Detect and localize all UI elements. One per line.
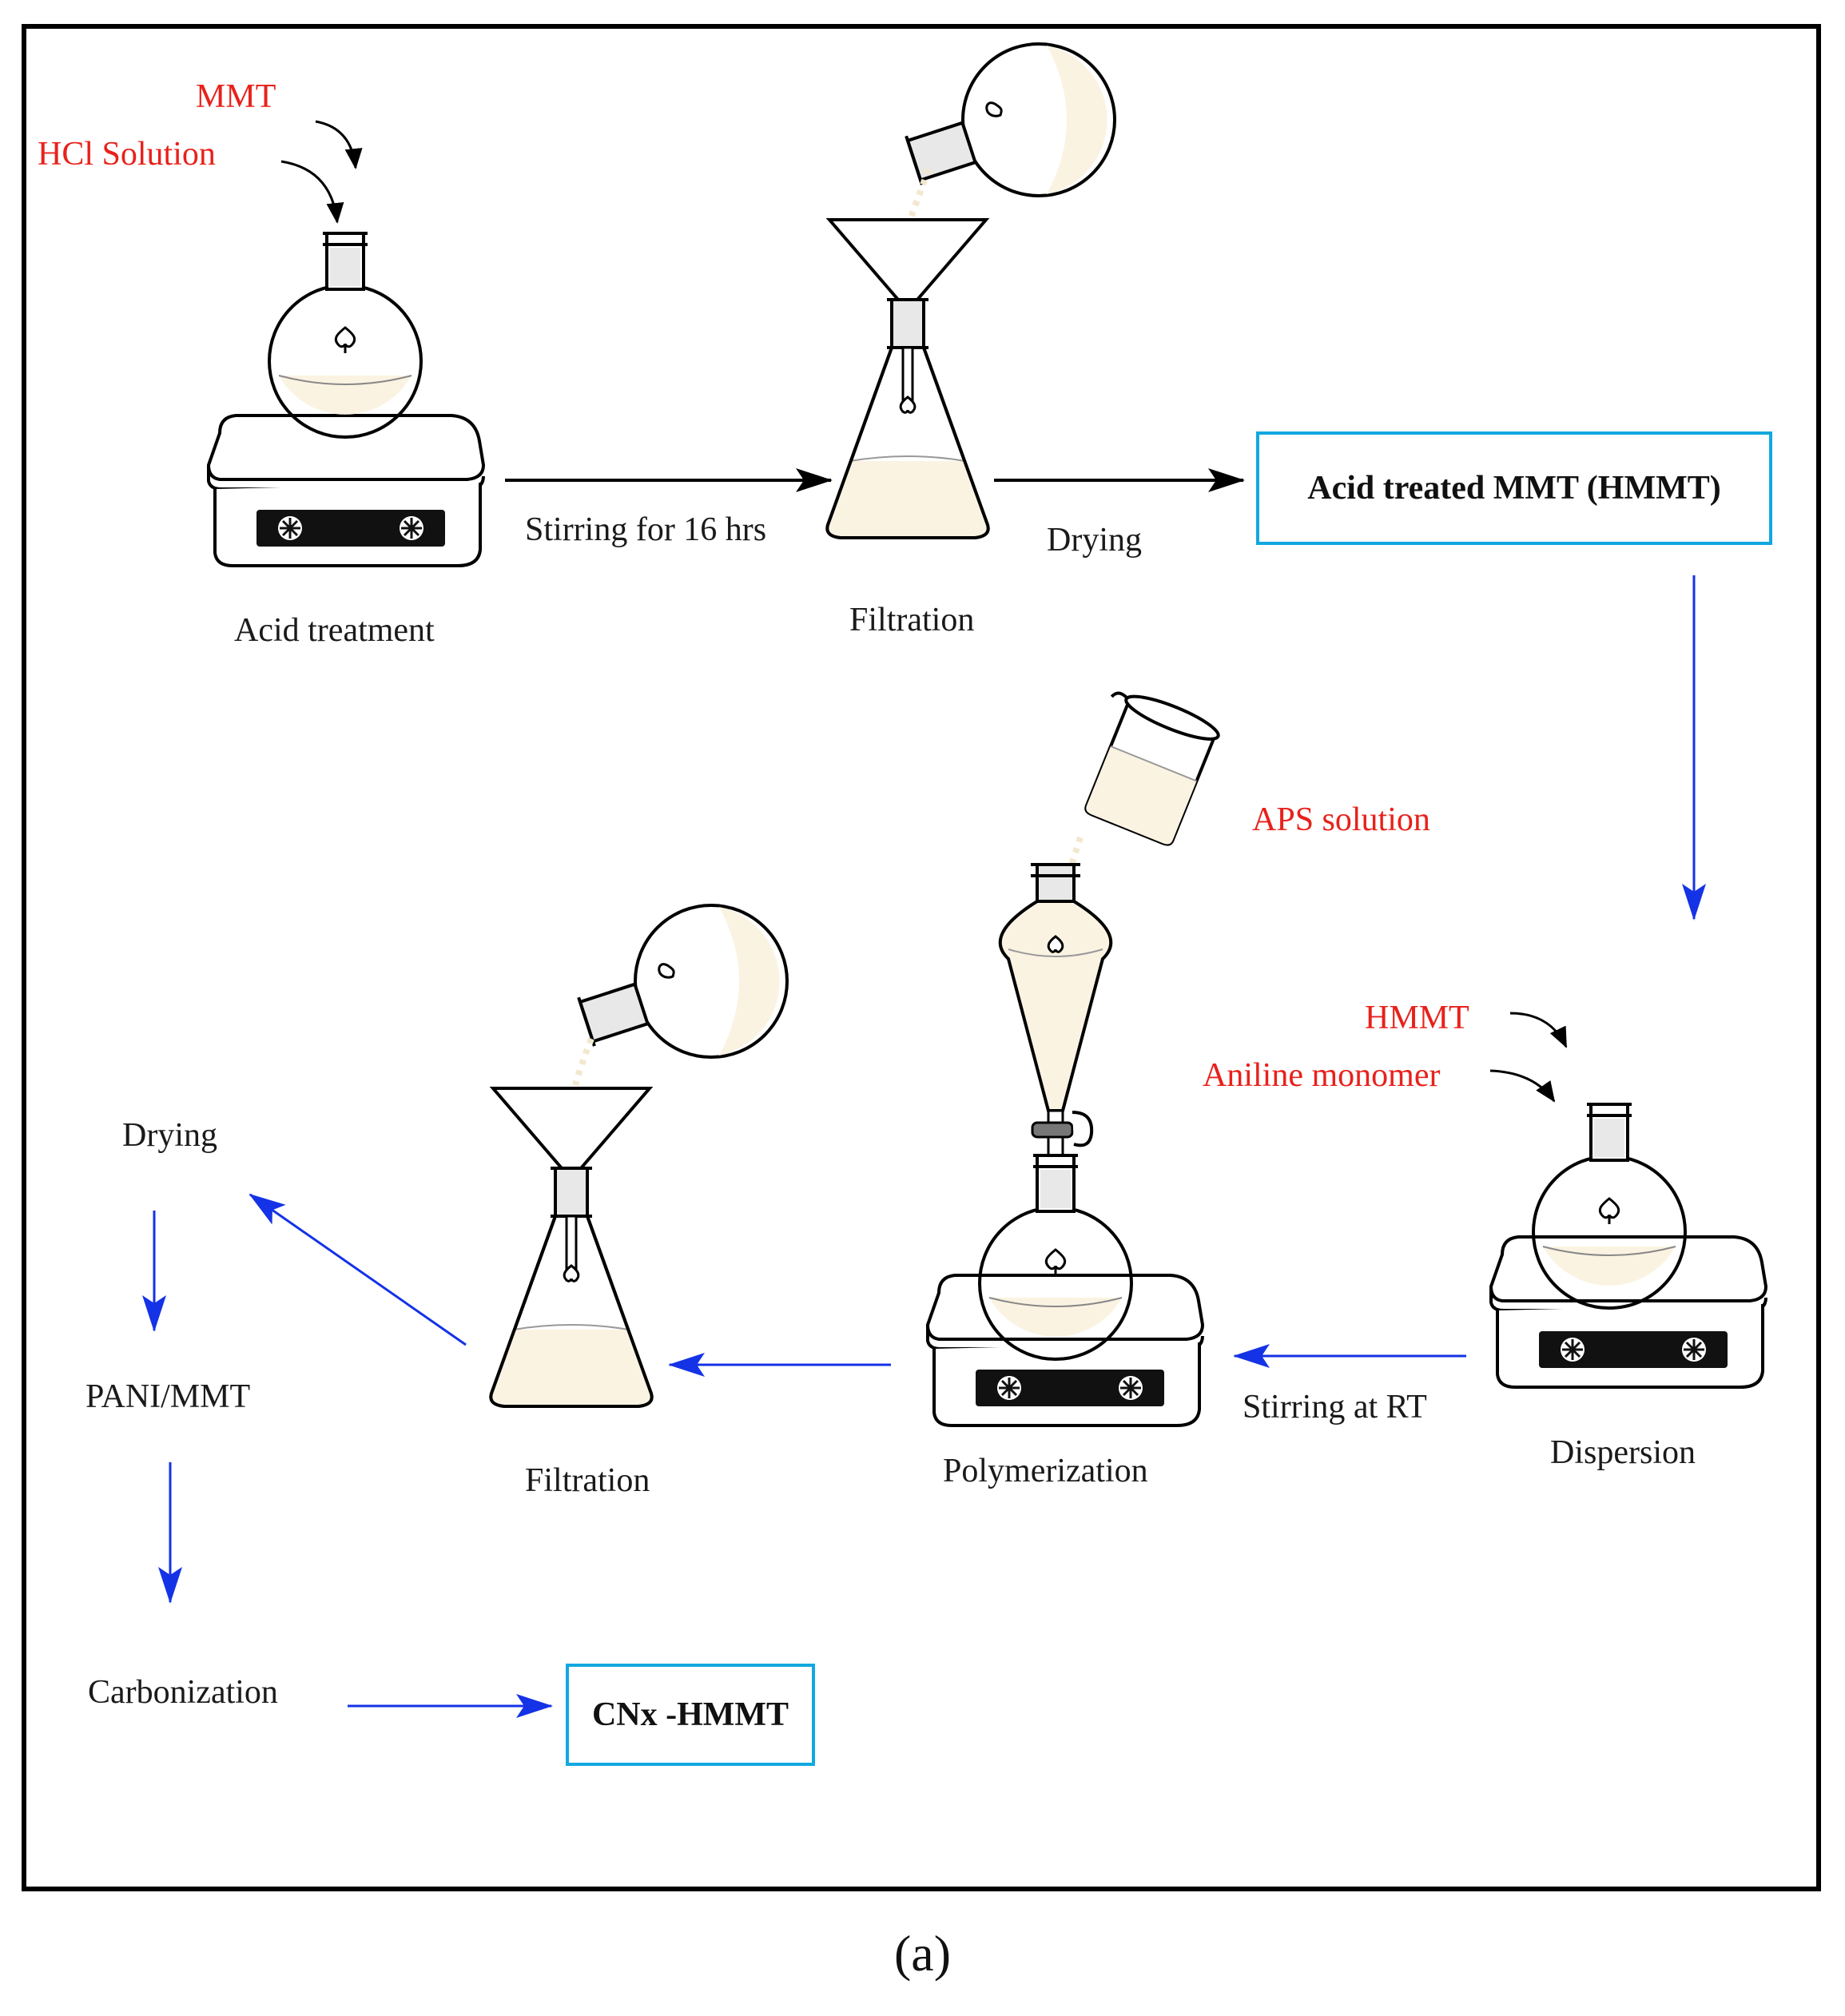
arrow-stirring-rt-label: Stirring at RT	[1243, 1389, 1427, 1426]
final-product-box: CNx -HMMT	[566, 1664, 815, 1766]
arrow-stirring-16h-label: Stirring for 16 hrs	[525, 511, 767, 548]
product-hmmt-box: Acid treated MMT (HMMT)	[1256, 431, 1772, 545]
final-product-label: CNx -HMMT	[591, 1696, 789, 1733]
arrow-drying-label: Drying	[1047, 522, 1142, 559]
figure-caption: (a)	[893, 1925, 952, 1982]
carbonization-label: Carbonization	[88, 1674, 278, 1711]
aps-solution-label: APS solution	[1252, 801, 1430, 838]
product-hmmt-label: Acid treated MMT (HMMT)	[1307, 470, 1721, 507]
step-dispersion-label: Dispersion	[1550, 1434, 1696, 1471]
step-filtration-label-1: Filtration	[849, 602, 975, 638]
diagram-frame	[22, 24, 1821, 1891]
pani-mmt-label: PANI/MMT	[85, 1378, 251, 1415]
input-aniline-label: Aniline monomer	[1203, 1057, 1441, 1094]
step-filtration-label-2: Filtration	[525, 1462, 650, 1499]
step-acid-treatment-label: Acid treatment	[234, 612, 435, 649]
input-mmt-label: MMT	[196, 78, 276, 115]
input-hmmt-label: HMMT	[1365, 1000, 1469, 1036]
step-polymerization-label: Polymerization	[943, 1453, 1148, 1489]
left-drying-label: Drying	[122, 1117, 217, 1154]
input-hcl-label: HCl Solution	[38, 136, 216, 173]
